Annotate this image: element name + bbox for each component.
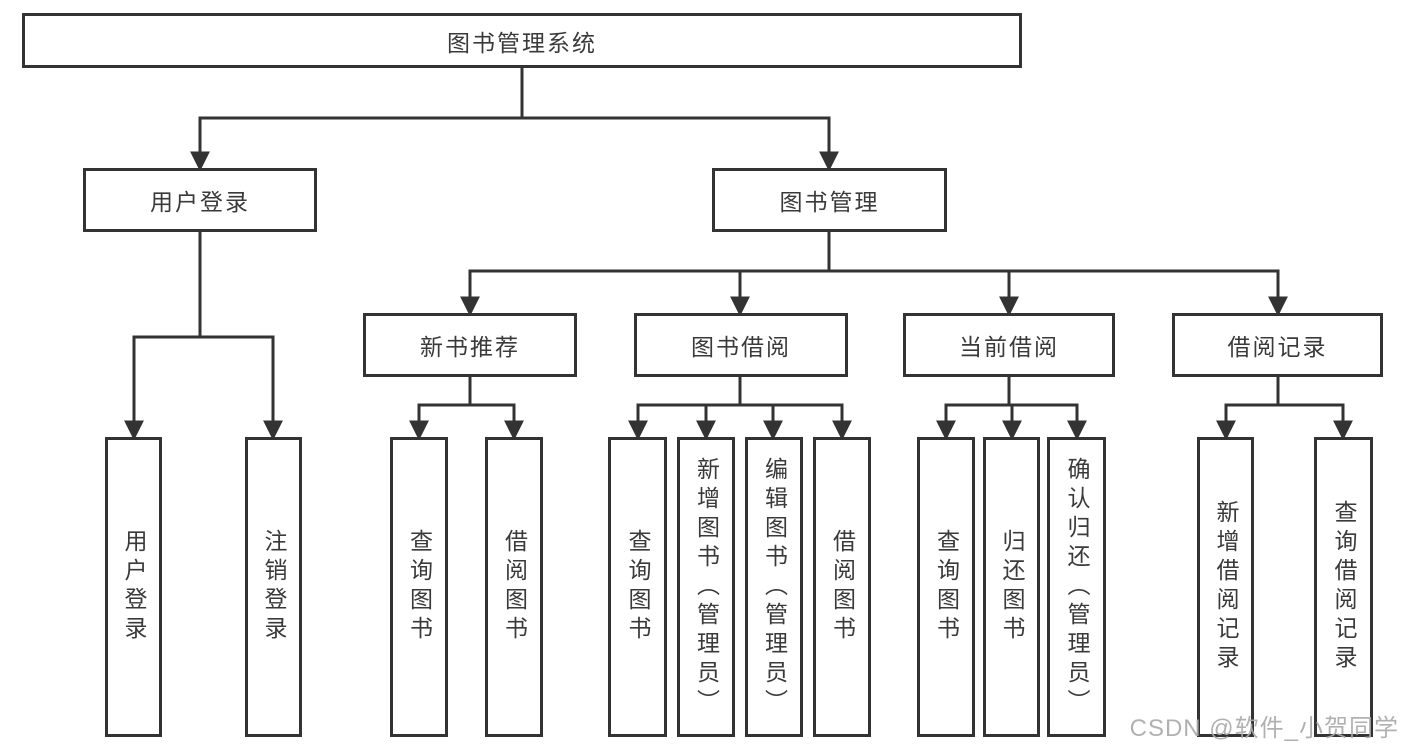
node-label: 图书借阅 <box>691 334 791 360</box>
node-library-system: 图书管理系统 <box>22 13 1022 68</box>
leaf-query-borrow-record: 查询借阅记录 <box>1314 437 1373 737</box>
arrowhead-icon <box>999 296 1019 317</box>
node-label: 归还图书 <box>999 529 1025 645</box>
csdn-watermark: CSDN @软件_小贺同学 <box>1129 715 1399 742</box>
node-book-borrowing: 图书借阅 <box>634 313 848 377</box>
connector-root-to-level2 <box>190 66 839 172</box>
arrowhead-icon <box>819 151 839 172</box>
node-label: 当前借阅 <box>959 334 1059 360</box>
node-label: 编辑图书（管理员） <box>761 456 788 718</box>
arrowhead-icon <box>1002 420 1022 441</box>
arrowhead-icon <box>628 420 648 441</box>
node-label: 借阅图书 <box>501 529 528 645</box>
connector-new-book-to-leaves <box>409 377 524 441</box>
connector-user-login-to-leaves <box>124 232 283 441</box>
arrowhead-icon <box>1333 420 1353 441</box>
arrowhead-icon <box>504 420 524 441</box>
arrowhead-icon <box>124 420 144 441</box>
leaf-add-books-admin: 新增图书（管理员） <box>677 437 735 737</box>
node-label: 查询图书 <box>406 529 433 645</box>
node-borrowing-records: 借阅记录 <box>1172 313 1383 377</box>
leaf-edit-books-admin: 编辑图书（管理员） <box>745 437 803 737</box>
arrowhead-icon <box>696 420 716 441</box>
node-label: 查询图书 <box>625 529 651 645</box>
leaf-query-books-recommend: 查询图书 <box>390 437 448 737</box>
node-book-management: 图书管理 <box>712 168 947 232</box>
arrowhead-icon <box>1268 296 1288 317</box>
leaf-confirm-return-admin: 确认归还（管理员） <box>1047 437 1106 737</box>
arrowhead-icon <box>832 420 852 441</box>
leaf-add-borrow-record: 新增借阅记录 <box>1197 437 1254 737</box>
connector-current-borrow-to-leaves <box>936 377 1087 441</box>
node-label: 新增图书（管理员） <box>693 456 720 718</box>
node-label: 查询图书 <box>933 529 960 645</box>
leaf-user-login: 用户登录 <box>105 437 162 737</box>
node-label: 图书管理 <box>779 189 880 215</box>
connector-book-borrow-to-leaves <box>628 377 852 441</box>
node-label: 注销登录 <box>261 529 287 645</box>
node-label: 新增借阅记录 <box>1213 500 1239 674</box>
node-label: 新书推荐 <box>420 334 520 360</box>
node-label: 用户登录 <box>150 189 250 215</box>
node-label: 借阅记录 <box>1227 334 1328 360</box>
leaf-borrow-books: 借阅图书 <box>813 437 871 737</box>
arrowhead-icon <box>763 420 783 441</box>
leaf-return-books: 归还图书 <box>983 437 1040 737</box>
leaf-logout: 注销登录 <box>245 437 302 737</box>
arrowhead-icon <box>460 296 480 317</box>
arrowhead-icon <box>190 151 210 172</box>
leaf-query-books-current: 查询图书 <box>917 437 975 737</box>
arrowhead-icon <box>1067 420 1087 441</box>
arrowhead-icon <box>730 296 750 317</box>
node-current-borrowing: 当前借阅 <box>903 313 1115 377</box>
leaf-query-books-borrow: 查询图书 <box>608 437 667 737</box>
node-label: 查询借阅记录 <box>1331 500 1357 674</box>
arrowhead-icon <box>263 420 283 441</box>
node-new-book-recommendation: 新书推荐 <box>363 313 577 377</box>
arrowhead-icon <box>409 420 429 441</box>
node-user-login: 用户登录 <box>83 168 317 232</box>
node-label: 用户登录 <box>121 529 147 645</box>
connector-records-to-leaves <box>1216 377 1353 441</box>
connector-book-management-to-level3 <box>460 232 1288 317</box>
node-label: 确认归还（管理员） <box>1064 456 1090 718</box>
node-label: 借阅图书 <box>829 529 856 645</box>
node-label: 图书管理系统 <box>447 29 597 56</box>
leaf-borrow-books-recommend: 借阅图书 <box>485 437 543 737</box>
arrowhead-icon <box>936 420 956 441</box>
arrowhead-icon <box>1216 420 1236 441</box>
